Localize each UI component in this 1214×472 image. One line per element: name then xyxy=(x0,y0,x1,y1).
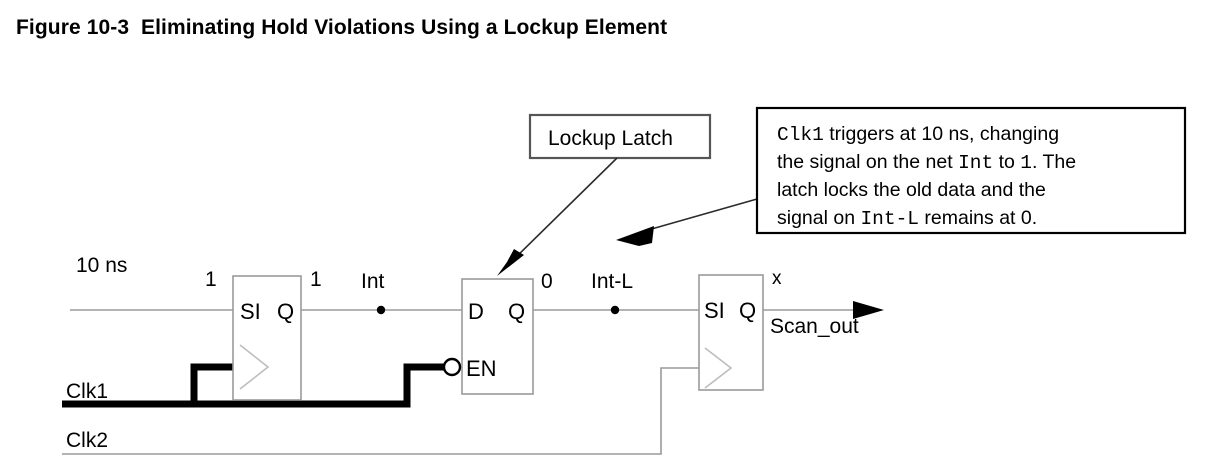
note-line-2: the signal on the net Int to 1. The xyxy=(777,151,1076,174)
note-l1-seg-2: triggers at 10 ns, changing xyxy=(824,123,1059,145)
callout-lockup-latch-label: Lockup Latch xyxy=(548,127,673,150)
label-timing-10ns: 10 ns xyxy=(76,254,127,277)
ff1-pin-q: Q xyxy=(277,299,294,324)
enable-inversion-bubble-icon xyxy=(442,357,462,377)
clock-triangle-icon-ff1 xyxy=(239,344,270,390)
note-l3-seg-1: latch locks the old data and the xyxy=(777,179,1046,201)
callout-lockup-latch: Lockup Latch xyxy=(497,113,712,276)
lockup-latch[interactable]: D Q EN xyxy=(442,278,534,395)
note-line-3: latch locks the old data and the xyxy=(777,179,1046,201)
label-value-latch-output: 0 xyxy=(541,270,553,293)
note-leader xyxy=(616,198,758,246)
note-box: Clk1 triggers at 10 ns, changing the sig… xyxy=(755,106,1187,235)
note-l2-seg-5: . The xyxy=(1032,151,1076,173)
note-l1-seg-1: Clk1 xyxy=(777,124,824,146)
wire-clk2 xyxy=(62,367,699,455)
label-value-ff1-output: 1 xyxy=(310,268,322,291)
callout-lockup-latch-box xyxy=(528,113,712,160)
clk2-net xyxy=(62,367,699,455)
note-l2-seg-3: to xyxy=(993,151,1020,173)
clock-triangle-icon-ff2 xyxy=(704,347,733,389)
note-l4-seg-3: remains at 0. xyxy=(919,207,1037,229)
latch-pin-d: D xyxy=(468,299,484,324)
ff2-pin-si: SI xyxy=(704,298,725,323)
label-net-int: Int xyxy=(361,270,385,293)
note-line-4: signal on Int-L remains at 0. xyxy=(777,207,1037,230)
label-clk2: Clk2 xyxy=(66,429,108,452)
latch-pin-q: Q xyxy=(508,299,525,324)
callout-arrow-icon xyxy=(497,249,524,276)
wire-clk1-branch-latch xyxy=(194,363,447,408)
note-line-1: Clk1 triggers at 10 ns, changing xyxy=(777,123,1059,146)
callout-leader-line xyxy=(510,157,618,263)
note-l4-seg-1: signal on xyxy=(777,207,860,229)
note-box-frame xyxy=(755,106,1187,235)
note-l2-seg-2: Int xyxy=(958,152,993,174)
ff2-pin-q: Q xyxy=(739,298,756,323)
junction-dot-int xyxy=(376,305,386,315)
scan-out-arrow-icon xyxy=(853,301,884,319)
flip-flop-2[interactable]: SI Q xyxy=(698,274,764,391)
label-value-ff2-output: x xyxy=(772,268,782,289)
label-value-ff1-input: 1 xyxy=(205,268,217,291)
figure-title: Figure 10-3 Eliminating Hold Violations … xyxy=(16,16,668,39)
flip-flop-1-body xyxy=(232,275,302,401)
ff1-pin-si: SI xyxy=(240,299,261,324)
flip-flop-1[interactable]: SI Q xyxy=(232,275,302,401)
note-l2-seg-4: 1 xyxy=(1020,152,1032,174)
note-leader-line xyxy=(640,198,758,233)
latch-pin-en: EN xyxy=(466,356,497,381)
note-l2-seg-1: the signal on the net xyxy=(777,151,958,173)
label-net-int-l: Int-L xyxy=(591,270,633,293)
clk1-net xyxy=(62,363,447,408)
note-arrow-icon xyxy=(616,226,654,246)
flip-flop-2-body xyxy=(698,274,764,391)
note-l4-seg-2: Int-L xyxy=(860,208,919,230)
lockup-latch-body xyxy=(461,278,534,395)
junction-dot-int-l xyxy=(610,305,620,315)
label-clk1: Clk1 xyxy=(66,380,108,403)
wire-clk1-branch-ff1 xyxy=(62,363,240,408)
label-scan-out: Scan_out xyxy=(770,315,859,338)
